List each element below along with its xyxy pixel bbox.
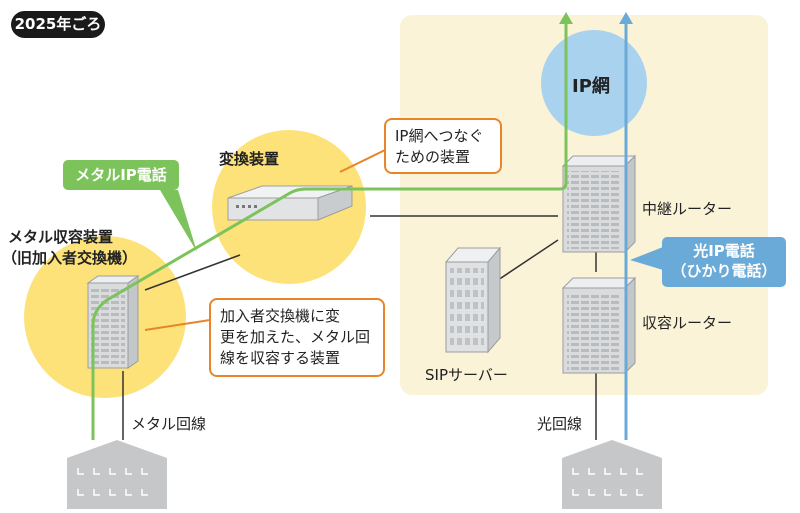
relay-router-server (561, 154, 637, 254)
exchange-modification-callout: 加入者交換機に変 更を加えた、メタル回 線を収容する装置 (209, 298, 385, 377)
metal-ip-phone-path (91, 22, 568, 440)
metal-container-label: メタル収容装置 (8, 228, 114, 246)
exchange-callout-pointer (144, 319, 211, 331)
container-router-label: 収容ルーター (642, 314, 733, 332)
metal-ip-phone-tag: メタルIP電話 (63, 160, 179, 190)
fiber-line-label: 光回線 (537, 415, 583, 433)
relay-router-label: 中継ルーター (642, 200, 733, 218)
transform-callout-pointer (339, 149, 386, 173)
ip-network-label: IP網 (572, 76, 610, 97)
blue-arrowhead (619, 12, 633, 24)
house-left (67, 440, 167, 509)
hikari-tag-pointer (630, 247, 663, 270)
metal-ip-tag-pointer (160, 190, 197, 252)
metal-container-sub-label: （旧加入者交換機） (2, 249, 138, 267)
house-right (562, 440, 662, 509)
year-badge: 2025年ごろ (11, 11, 105, 38)
hikari-ip-phone-tag: 光IP電話 （ひかり電話） (662, 237, 786, 287)
year-badge-label: 2025年ごろ (14, 15, 102, 33)
transform-device-callout: IP網へつなぐ ための装置 (384, 118, 502, 174)
sip-server-building (444, 246, 502, 354)
metal-line-label: メタル回線 (131, 415, 207, 433)
green-arrowhead (559, 12, 573, 24)
container-router-server (561, 276, 637, 375)
metal-container-server (86, 275, 140, 369)
transform-device-label: 変換装置 (219, 150, 280, 168)
sip-server-label: SIPサーバー (425, 366, 508, 384)
